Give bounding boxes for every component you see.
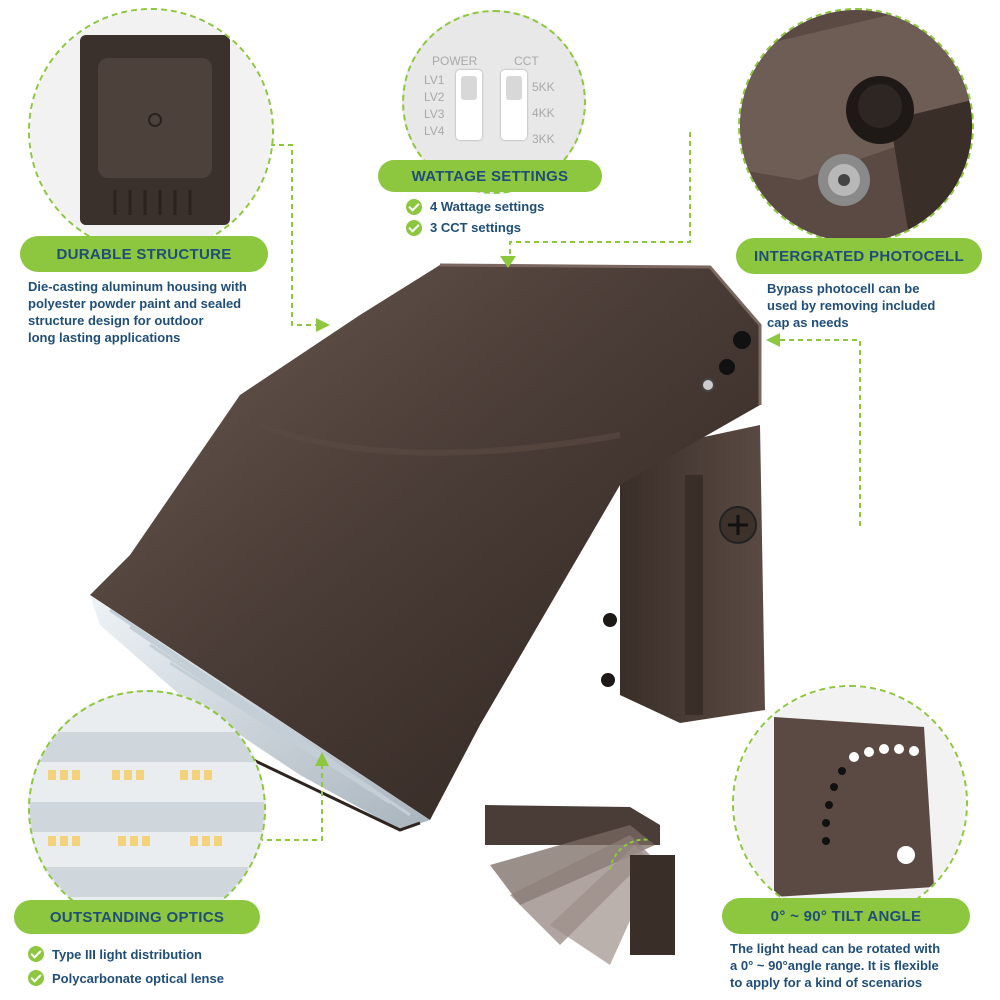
level-label: LV1 (424, 73, 445, 87)
photocell-line: cap as needs (767, 315, 849, 330)
photocell-line: Bypass photocell can be (767, 281, 920, 296)
tilt-angle-title-text: 0° ~ 90° TILT ANGLE (770, 907, 922, 925)
wattage-item-text: 3 CCT settings (430, 220, 522, 235)
optics-list: Type III light distribution Polycarbonat… (28, 942, 224, 990)
tilt-angle-title: 0° ~ 90° TILT ANGLE (722, 898, 970, 934)
durable-structure-title: DURABLE STRUCTURE (20, 236, 268, 272)
cct-value: 3KK (532, 132, 555, 146)
check-icon (28, 946, 44, 962)
wattage-item: 4 Wattage settings (406, 196, 544, 217)
wattage-settings-title-text: WATTAGE SETTINGS (411, 167, 569, 185)
optics-title: OUTSTANDING OPTICS (14, 900, 260, 934)
durable-structure-description: Die-casting aluminum housing with polyes… (28, 278, 247, 346)
photocell-title: INTERGRATED PHOTOCELL (736, 238, 982, 274)
optics-item: Polycarbonate optical lense (28, 966, 224, 990)
optics-title-text: OUTSTANDING OPTICS (49, 908, 225, 926)
optics-led-photo (28, 690, 266, 928)
wattage-item-text: 4 Wattage settings (430, 199, 545, 214)
cct-value: 5KK (532, 80, 555, 94)
tilt-range-illustration (485, 805, 675, 965)
photocell-title-text: INTERGRATED PHOTOCELL (754, 247, 964, 265)
tilt-line: to apply for a kind of scenarios (730, 975, 923, 990)
durable-line: Die-casting aluminum housing with (28, 279, 247, 294)
cct-value: 4KK (532, 106, 555, 120)
photocell-line: used by removing included (767, 298, 936, 313)
wall-pack-fixture-image (90, 263, 765, 832)
wattage-settings-title: WATTAGE SETTINGS (378, 160, 602, 192)
optics-item: Type III light distribution (28, 942, 224, 966)
check-icon (406, 198, 422, 215)
cct-label: CCT (514, 54, 539, 68)
tilt-bracket-photo (732, 685, 968, 921)
photocell-photo (738, 8, 974, 244)
power-label: POWER (432, 54, 478, 68)
durable-line: long lasting applications (28, 330, 181, 345)
level-label: LV2 (424, 90, 445, 104)
wattage-settings-list: 4 Wattage settings 3 CCT settings (406, 196, 544, 238)
optics-item-text: Type III light distribution (52, 946, 202, 962)
tilt-angle-description: The light head can be rotated with a 0° … (730, 940, 940, 991)
wattage-item: 3 CCT settings (406, 217, 544, 238)
photocell-description: Bypass photocell can be used by removing… (767, 280, 935, 331)
durable-line: structure design for outdoor (28, 313, 204, 328)
durable-structure-title-text: DURABLE STRUCTURE (56, 245, 232, 263)
durable-structure-photo (28, 8, 274, 254)
optics-item-text: Polycarbonate optical lense (52, 970, 224, 986)
durable-line: polyester powder paint and sealed (28, 296, 242, 311)
level-label: LV4 (424, 124, 445, 138)
level-label: LV3 (424, 107, 445, 121)
cct-switch (501, 70, 527, 140)
check-icon (406, 219, 422, 236)
tilt-line: a 0° ~ 90°angle range. It is flexible (730, 958, 939, 973)
check-icon (28, 970, 44, 986)
tilt-line: The light head can be rotated with (730, 941, 941, 956)
power-switch (456, 70, 482, 140)
